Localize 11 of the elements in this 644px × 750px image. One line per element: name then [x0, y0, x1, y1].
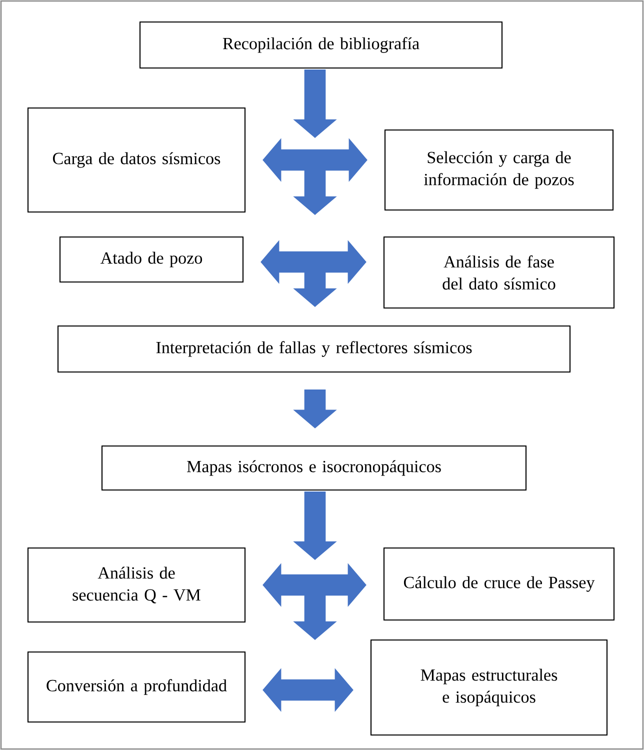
process-box: Mapas estructurales e isopáquicos — [370, 639, 608, 736]
process-box: Cálculo de cruce de Passey — [383, 547, 615, 621]
process-box: Carga de datos sísmicos — [27, 107, 246, 213]
process-box: Análisis de secuencia Q - VM — [27, 547, 246, 623]
process-box: Interpretación de fallas y reflectores sísmicos — [57, 325, 571, 373]
process-box: Recopilación de bibliografía — [139, 21, 503, 69]
process-box: Conversión a profundidad — [27, 651, 246, 723]
process-box: Mapas isócronos e isocronopáquicos — [101, 445, 527, 491]
process-box: Atado de pozo — [59, 236, 244, 283]
process-box: Análisis de fase del dato sísmico — [383, 236, 615, 309]
process-box: Selección y carga de información de pozos — [384, 129, 614, 211]
